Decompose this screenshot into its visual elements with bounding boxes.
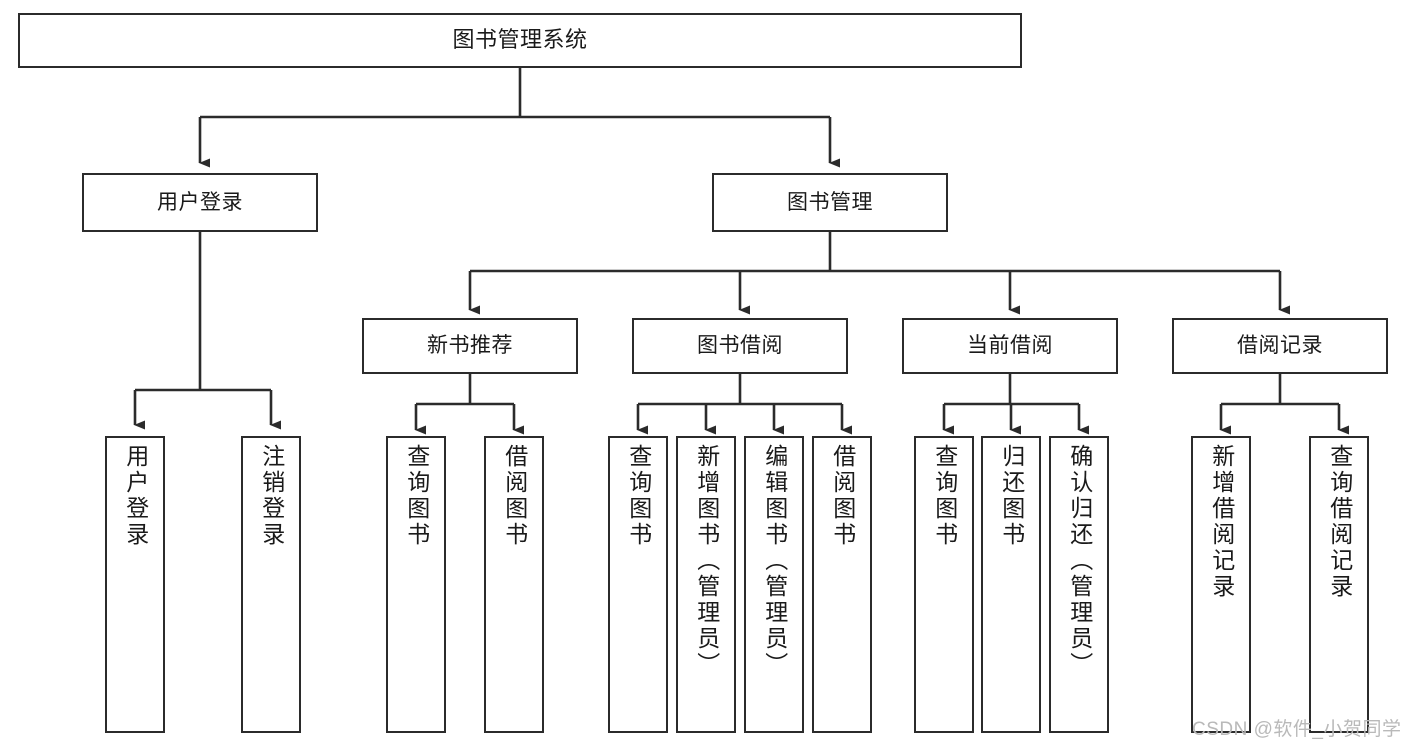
- node-book-management[interactable]: 图书管理: [712, 173, 948, 232]
- leaf-book-borrow-add-book-admin[interactable]: 新增图书（管理员）: [676, 436, 736, 733]
- node-borrow-record[interactable]: 借阅记录: [1172, 318, 1388, 374]
- node-label: 确认归还（管理员）: [1066, 444, 1093, 678]
- leaf-current-borrow-query-book[interactable]: 查询图书: [914, 436, 974, 733]
- leaf-new-book-borrow-book[interactable]: 借阅图书: [484, 436, 544, 733]
- node-book-borrow[interactable]: 图书借阅: [632, 318, 848, 374]
- node-user-login[interactable]: 用户登录: [82, 173, 318, 232]
- node-label: 借阅图书: [501, 444, 528, 548]
- leaf-borrow-record-query-record[interactable]: 查询借阅记录: [1309, 436, 1369, 733]
- node-label: 借阅图书: [829, 444, 856, 548]
- node-label: 用户登录: [122, 444, 149, 548]
- leaf-current-borrow-confirm-return-admin[interactable]: 确认归还（管理员）: [1049, 436, 1109, 733]
- leaf-user-login-login[interactable]: 用户登录: [105, 436, 165, 733]
- csdn-watermark: CSDN @软件_小贺同学: [1192, 719, 1402, 740]
- leaf-current-borrow-return-book[interactable]: 归还图书: [981, 436, 1041, 733]
- leaf-user-login-logout[interactable]: 注销登录: [241, 436, 301, 733]
- node-label: 当前借阅: [967, 334, 1053, 358]
- node-label: 新增图书（管理员）: [693, 444, 720, 678]
- node-label: 注销登录: [258, 444, 285, 548]
- node-label: 图书借阅: [697, 334, 783, 358]
- node-current-borrow[interactable]: 当前借阅: [902, 318, 1118, 374]
- leaf-book-borrow-query-book[interactable]: 查询图书: [608, 436, 668, 733]
- node-label: 新增借阅记录: [1208, 444, 1235, 600]
- node-label: 查询借阅记录: [1326, 444, 1353, 600]
- node-label: 图书管理系统: [452, 27, 588, 53]
- leaf-new-book-query-book[interactable]: 查询图书: [386, 436, 446, 733]
- node-label: 借阅记录: [1237, 334, 1323, 358]
- node-label: 用户登录: [157, 190, 243, 214]
- node-label: 查询图书: [403, 444, 430, 548]
- node-label: 编辑图书（管理员）: [761, 444, 788, 678]
- node-label: 新书推荐: [427, 334, 513, 358]
- leaf-book-borrow-borrow-book[interactable]: 借阅图书: [812, 436, 872, 733]
- node-label: 归还图书: [998, 444, 1025, 548]
- node-label: 查询图书: [931, 444, 958, 548]
- node-new-book-recommend[interactable]: 新书推荐: [362, 318, 578, 374]
- node-label: 图书管理: [787, 190, 873, 214]
- leaf-borrow-record-add-record[interactable]: 新增借阅记录: [1191, 436, 1251, 733]
- node-root-book-management-system[interactable]: 图书管理系统: [18, 13, 1022, 68]
- node-label: 查询图书: [625, 444, 652, 548]
- leaf-book-borrow-edit-book-admin[interactable]: 编辑图书（管理员）: [744, 436, 804, 733]
